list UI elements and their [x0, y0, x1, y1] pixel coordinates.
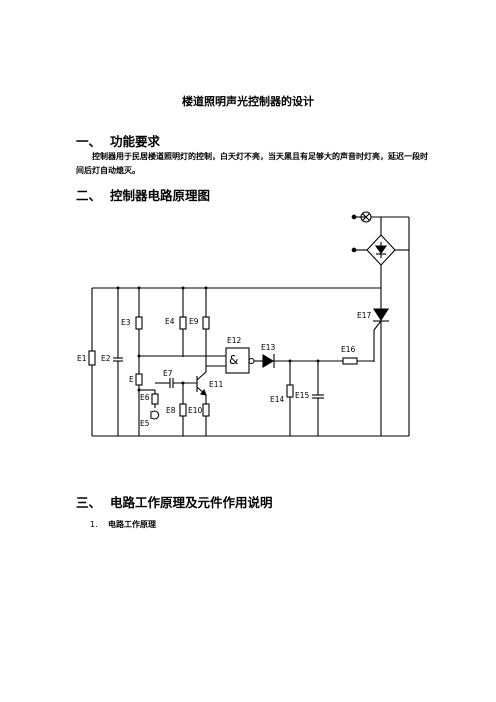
terminal-dot [351, 214, 357, 220]
label-e10: E10 [188, 406, 203, 415]
section-title: 功能要求 [110, 134, 161, 149]
section-heading-1: 一、功能要求 [76, 131, 160, 150]
label-e12: E12 [227, 336, 242, 345]
section-number: 二、 [76, 188, 102, 203]
thyristor-symbol [372, 308, 390, 322]
label-e8: E8 [166, 406, 176, 415]
label-e7: E7 [163, 369, 173, 378]
section-title: 电路工作原理及元件作用说明 [110, 495, 273, 510]
label-e2: E2 [101, 354, 111, 363]
label-e5: E5 [140, 419, 150, 428]
label-e6: E6 [140, 393, 150, 402]
diode-symbol [262, 354, 275, 368]
label-e17: E17 [357, 311, 372, 320]
label-e1: E1 [77, 354, 87, 363]
subsection-heading: 1. 电路工作原理 [90, 519, 156, 530]
paragraph-text: 控制器用于民居楼道照明灯的控制，白天灯不亮，当天黑且有足够大的声音时灯亮，延迟一… [76, 151, 428, 175]
section-heading-3: 三、电路工作原理及元件作用说明 [76, 492, 273, 511]
label-e4: E4 [165, 317, 175, 326]
label-e14: E14 [270, 395, 285, 404]
section-number: 三、 [76, 495, 102, 510]
subsection-title: 电路工作原理 [108, 519, 156, 529]
label-e9: E9 [189, 317, 199, 326]
gate-symbol: & [229, 353, 238, 367]
subsection-number: 1. [90, 520, 98, 529]
label-e11: E11 [209, 380, 224, 389]
label-e3: E3 [121, 318, 131, 327]
label-e: E [129, 375, 134, 384]
section-number: 一、 [76, 134, 102, 149]
label-e15: E15 [295, 391, 310, 400]
label-e13: E13 [261, 343, 276, 352]
label-e16: E16 [341, 345, 356, 354]
section-title: 控制器电路原理图 [110, 188, 211, 203]
document-title: 楼道照明声光控制器的设计 [182, 95, 314, 108]
section-heading-2: 二、控制器电路原理图 [76, 185, 210, 204]
paragraph: 控制器用于民居楼道照明灯的控制，白天灯不亮，当天黑且有足够大的声音时灯亮，延迟一… [76, 149, 432, 177]
